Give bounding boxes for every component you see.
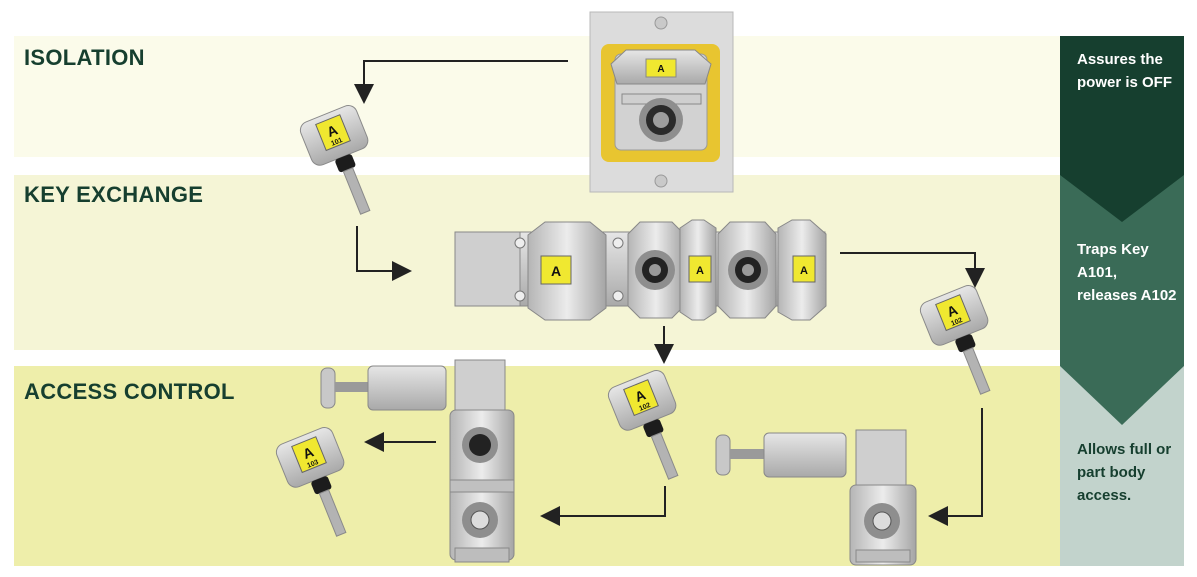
sidebar-text-access: Allows full or part body access. [1077,441,1172,504]
arrow-right-key-to-lock [928,408,983,526]
arrow-isolator-to-key [354,60,568,104]
key-a101: A 101 [299,105,371,215]
sidebar-step-1 [1060,36,1184,222]
exchange-key-2-label: A [696,265,704,277]
key-exchange-unit: A A A [454,219,827,321]
isolator-switch: A [589,11,734,193]
key-a101-number: 101 [330,137,344,148]
key-a102-center: A 102 [607,370,679,480]
isolation-band [14,36,1060,157]
sidebar-step-3 [1060,366,1184,566]
sidebar-text-traps-key: Traps Key A101, releases A102 [1077,241,1177,304]
isolator-key-label: A [657,64,664,75]
exchange-key-3-label: A [800,265,808,277]
key-a103: A 103 [275,427,347,537]
arrow-exchange-to-right-key [840,252,985,288]
access-lock-left [320,359,515,563]
arrow-center-key-to-lock [540,486,666,526]
key-a103-number: 103 [306,459,320,470]
key-a102-right: A 102 [919,285,991,395]
arrow-key-to-exchange [356,226,412,281]
stage-title-isolation: ISOLATION [24,45,145,70]
key-a102-right-number: 102 [950,317,964,328]
sidebar-step-2 [1060,175,1184,425]
exchange-key-1-label: A [551,263,561,279]
key-a102-center-number: 102 [638,402,652,413]
stage-title-key-exchange: KEY EXCHANGE [24,182,204,207]
sidebar-text-power-off: Assures the power is OFF [1077,51,1173,91]
access-lock-right [715,429,917,566]
stage-title-access-control: ACCESS CONTROL [24,379,235,404]
flow-arrows [354,60,985,526]
